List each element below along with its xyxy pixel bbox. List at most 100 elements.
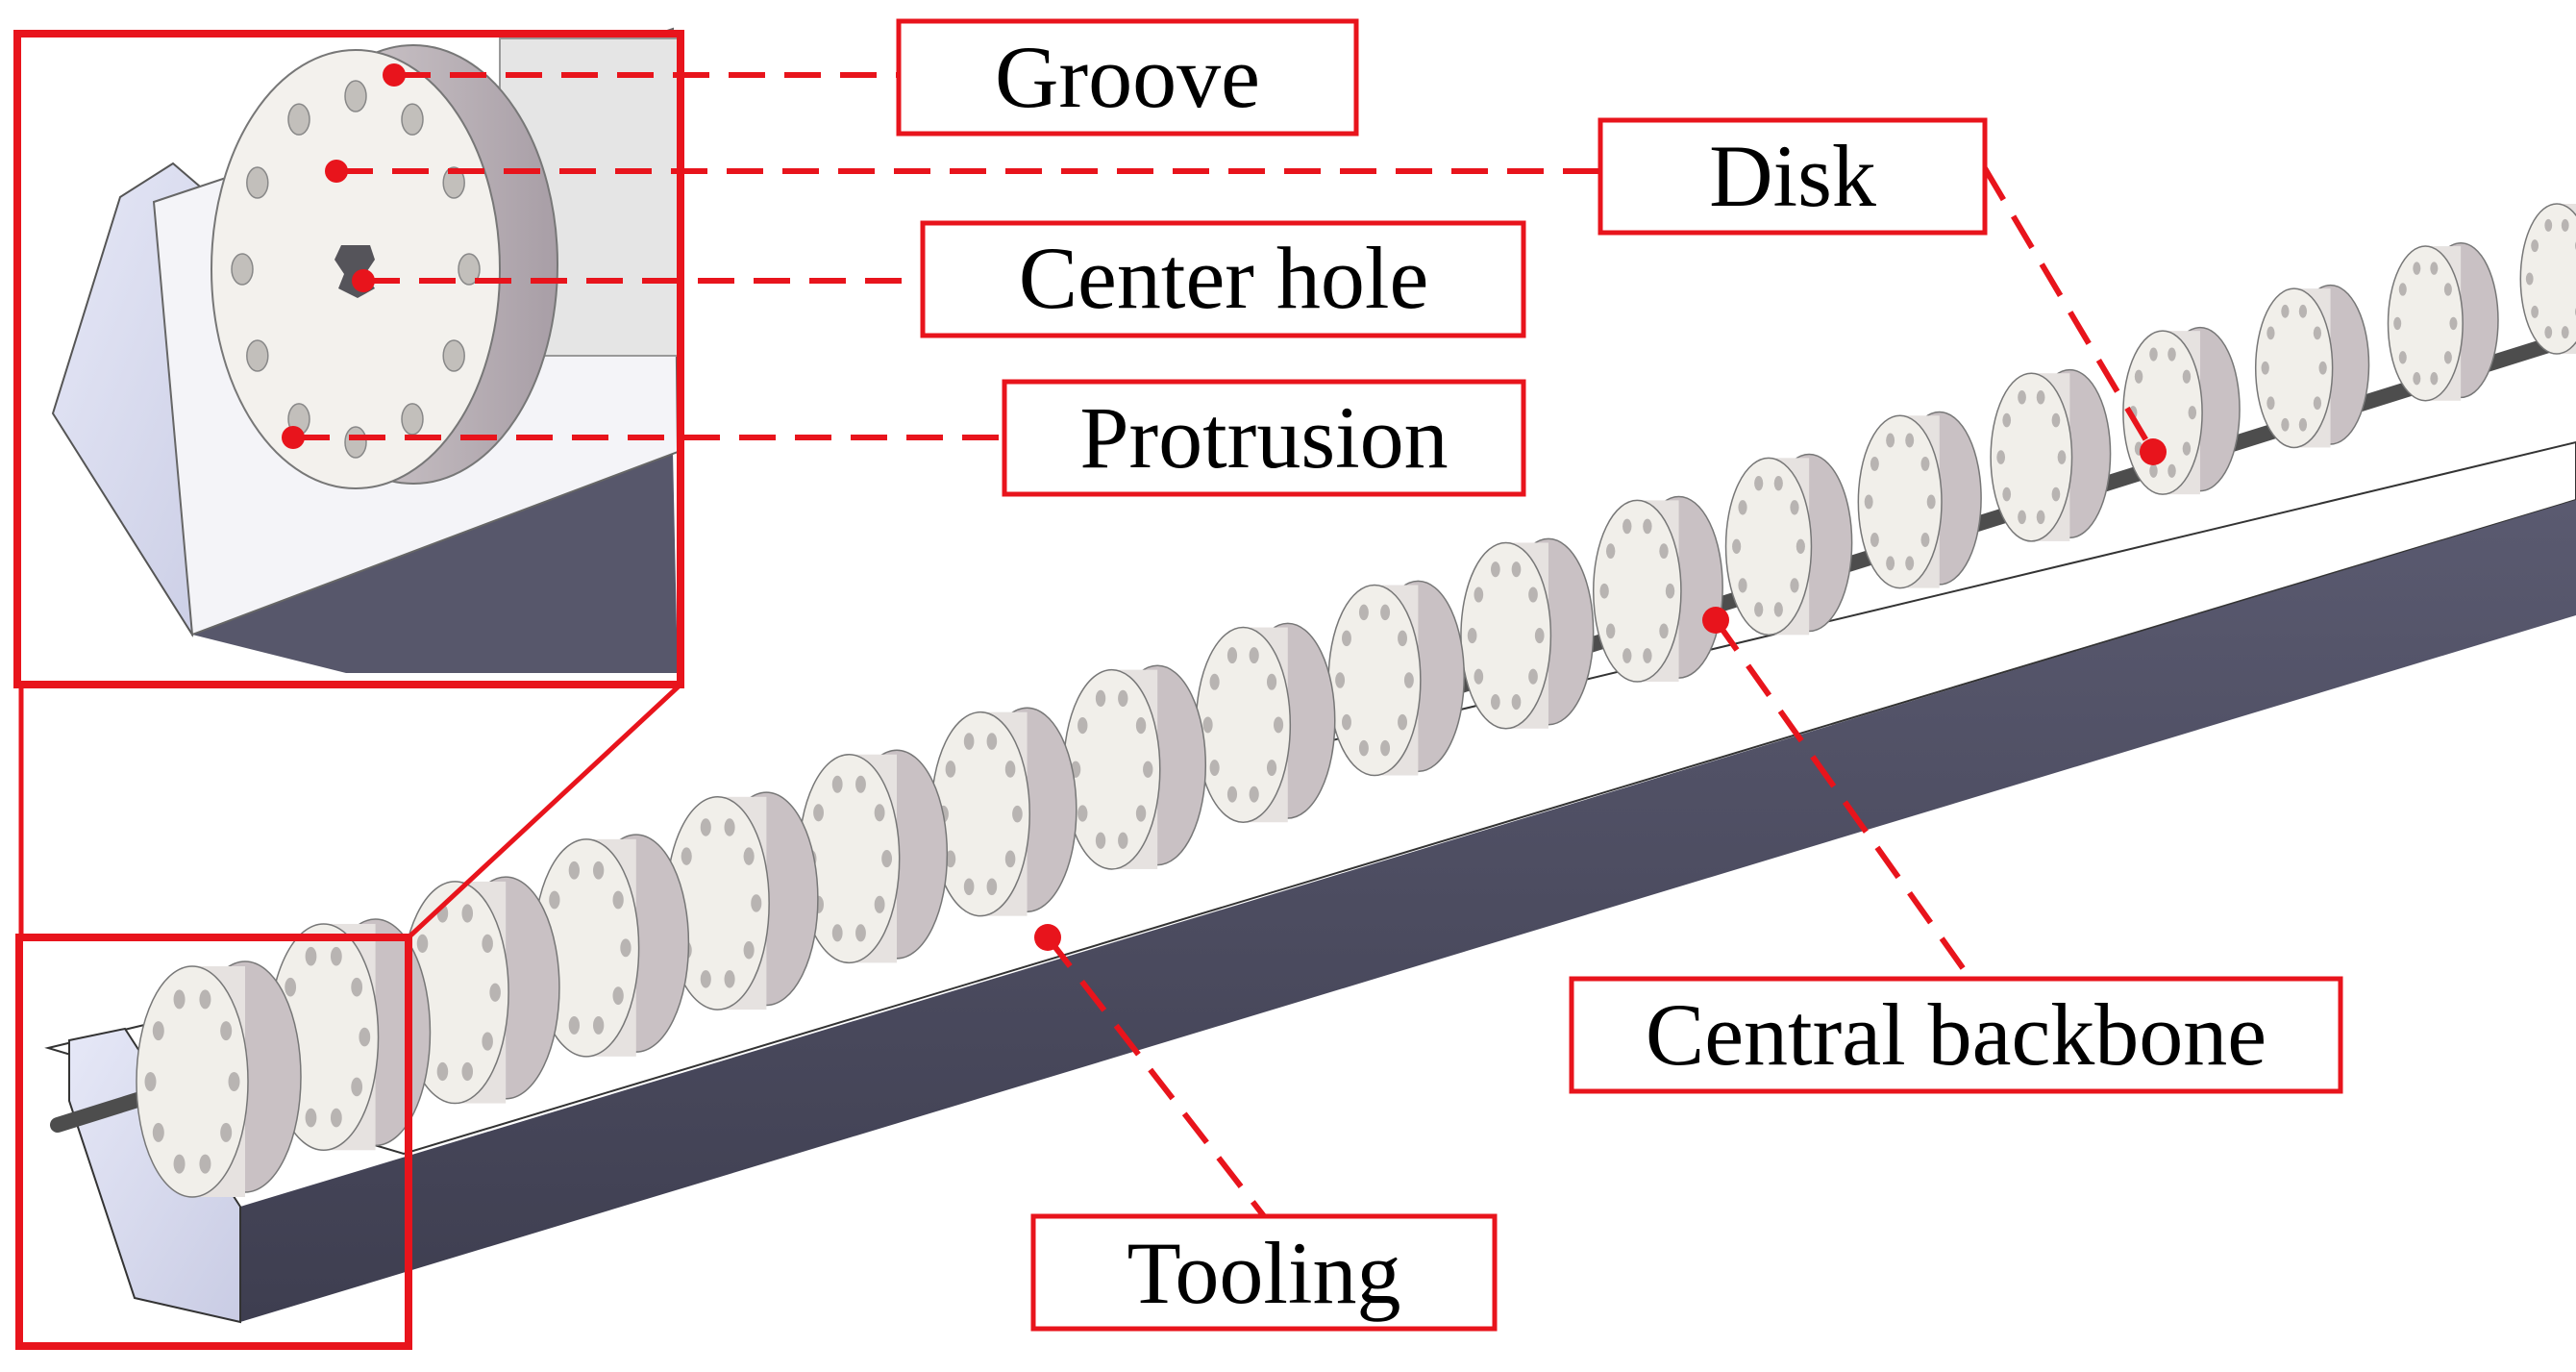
disk-hole <box>743 847 755 865</box>
inset-view <box>51 27 683 673</box>
disk-hole <box>1135 716 1147 735</box>
disk-hole <box>173 989 186 1010</box>
disk <box>533 834 690 1058</box>
disk-hole <box>963 733 975 750</box>
disk-hole <box>1605 623 1616 639</box>
protrusion-label: Protrusion <box>1079 388 1448 486</box>
disk-hole <box>1659 543 1669 559</box>
disk-hole <box>1202 716 1213 734</box>
disk-hole <box>199 989 211 1010</box>
disk-hole <box>1754 476 1764 491</box>
disk-hole <box>1905 556 1915 571</box>
disk-hole <box>2544 326 2553 339</box>
disk-hole <box>881 850 893 868</box>
disk-hole <box>1926 494 1936 510</box>
disk-hole <box>330 1108 342 1128</box>
disk-hole <box>2398 283 2407 296</box>
disk-hole <box>1732 538 1742 554</box>
disk-hole <box>1209 673 1220 690</box>
disk <box>136 960 302 1198</box>
disk-hole <box>1403 672 1414 688</box>
disk-hole <box>1118 689 1128 707</box>
disk-hole <box>2281 304 2290 318</box>
inset-disk-hole <box>401 103 424 136</box>
disk-hole <box>1358 739 1369 757</box>
disk-hole <box>2018 510 2026 525</box>
disk <box>798 749 949 964</box>
inset-disk-hole <box>442 339 465 372</box>
protrusion-label-box <box>1002 379 1526 497</box>
disk-face <box>136 965 249 1198</box>
disk-hole <box>986 733 998 750</box>
disk-face <box>1990 372 2073 542</box>
disk-hole <box>305 946 317 966</box>
disk-hole <box>2051 486 2061 502</box>
disk-hole <box>2149 347 2158 362</box>
zoom-region-frame <box>15 934 412 1350</box>
disk-hole <box>1249 786 1259 803</box>
disk-hole <box>831 924 843 942</box>
disk-hole <box>2018 389 2026 405</box>
disk <box>1062 664 1207 870</box>
disk-face <box>1857 414 1943 589</box>
disk-hole <box>2561 218 2569 232</box>
disk-hole <box>700 818 711 836</box>
disk-hole <box>1870 456 1879 471</box>
disk-hole <box>1790 578 1799 593</box>
disk-hole <box>1358 604 1369 621</box>
disk-hole <box>2525 272 2534 286</box>
disk-hole <box>1511 694 1522 711</box>
disk-hole <box>2281 417 2290 432</box>
disk-hole <box>1467 628 1477 644</box>
disk-hole <box>2298 304 2308 318</box>
disk-hole <box>2057 450 2067 464</box>
center-hole-marker <box>352 269 375 292</box>
tooling-leader <box>1045 935 1267 1218</box>
disk-hole <box>945 850 956 868</box>
disk-hole <box>874 895 885 913</box>
disk-hole <box>1095 689 1106 707</box>
disk-hole <box>1659 623 1669 639</box>
disk <box>1724 453 1853 636</box>
disk-hole <box>1491 561 1500 578</box>
disk-hole <box>1266 760 1277 777</box>
disk-face <box>2387 245 2464 402</box>
center-hole-label-box <box>920 220 1526 338</box>
disk-hole <box>1474 668 1484 685</box>
disk-hole <box>1534 628 1545 644</box>
disk-label: Disk <box>1709 127 1876 225</box>
inset-disk-hole <box>344 80 367 112</box>
disk-hole <box>2413 262 2421 275</box>
disk <box>1327 580 1465 777</box>
disk-hole <box>1796 538 1805 554</box>
disk-hole <box>1738 578 1747 593</box>
disk-hole <box>2544 218 2553 232</box>
disk-hole <box>2266 326 2275 340</box>
inset-disk-hole <box>287 103 310 136</box>
disk-face <box>1724 457 1813 636</box>
disk-hole <box>2261 361 2269 375</box>
disk-hole <box>855 924 866 942</box>
disk-hole <box>2167 463 2176 478</box>
disk <box>1990 368 2112 542</box>
disk-hole <box>2036 389 2045 405</box>
disk-hole <box>549 890 560 910</box>
disk-marker-main <box>2140 438 2167 465</box>
disk-label-box <box>1598 117 1988 236</box>
disk-hole <box>1886 556 1895 571</box>
disk-hole <box>1342 713 1351 731</box>
disk-hole <box>2531 305 2539 318</box>
disk-hole <box>173 1154 186 1174</box>
disk-hole <box>2443 351 2452 364</box>
disk-hole <box>1266 673 1277 690</box>
disk-hole <box>568 1016 580 1035</box>
disk-hole <box>351 977 363 997</box>
disk <box>2387 241 2499 402</box>
inset-frame <box>13 30 684 688</box>
disk-hole <box>612 890 624 910</box>
disk-hole <box>152 1021 164 1041</box>
inset-disk-hole <box>246 339 269 372</box>
disk-hole <box>1643 518 1652 535</box>
disk-hole <box>1491 694 1500 711</box>
groove-label: Groove <box>995 28 1260 126</box>
